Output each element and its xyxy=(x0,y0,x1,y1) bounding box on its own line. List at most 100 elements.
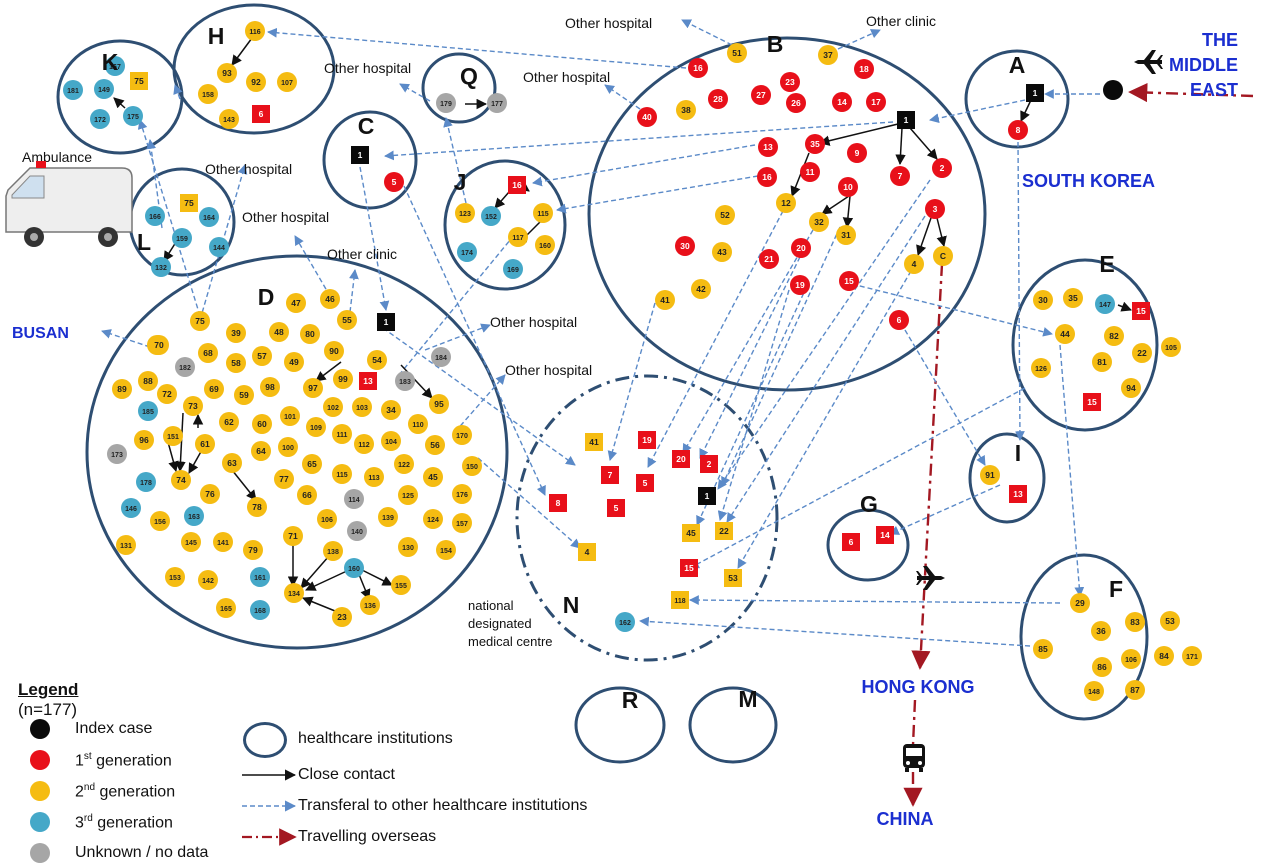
node-d-131: 131 xyxy=(116,535,136,555)
svg-text:19: 19 xyxy=(795,280,805,290)
legend-gen2: 2nd generation xyxy=(75,782,176,801)
node-i-91: 91 xyxy=(980,465,1000,485)
node-e-30: 30 xyxy=(1033,290,1053,310)
node-d-99: 99 xyxy=(333,369,353,389)
node-d-182: 182 xyxy=(175,357,195,377)
contact-arrow-10 xyxy=(113,97,126,109)
node-d-61: 61 xyxy=(195,434,215,454)
node-b-6: 6 xyxy=(889,310,909,330)
institution-i xyxy=(968,432,1046,524)
travel-arrow-hong-kong xyxy=(911,263,944,670)
node-d-66: 66 xyxy=(297,485,317,505)
institution-label-a: A xyxy=(1009,52,1026,78)
node-n-15: 15 xyxy=(680,559,698,577)
node-d-113: 113 xyxy=(364,467,384,487)
svg-text:5: 5 xyxy=(643,478,648,488)
node-i-6: 6 xyxy=(252,105,270,123)
svg-text:26: 26 xyxy=(791,98,801,108)
node-d-71: 71 xyxy=(283,526,303,546)
node-n-22: 22 xyxy=(715,522,733,540)
node-d-79: 79 xyxy=(243,540,263,560)
node-m-177: 177 xyxy=(487,93,507,113)
node-d-104: 104 xyxy=(381,431,401,451)
node-d-102: 102 xyxy=(323,397,343,417)
node-l-166: 166 xyxy=(145,206,165,226)
svg-text:13: 13 xyxy=(763,142,773,152)
svg-text:16: 16 xyxy=(762,172,772,182)
node-f-86: 86 xyxy=(1092,657,1112,677)
svg-text:175: 175 xyxy=(127,114,139,121)
node-d-96: 96 xyxy=(134,430,154,450)
svg-text:56: 56 xyxy=(430,440,440,450)
unknown-swatch xyxy=(30,843,50,863)
institution-e xyxy=(1011,258,1159,432)
svg-text:150: 150 xyxy=(466,464,478,471)
svg-text:8: 8 xyxy=(556,498,561,508)
svg-text:74: 74 xyxy=(176,475,186,485)
transfer-arrow-27 xyxy=(682,229,814,454)
svg-text:97: 97 xyxy=(308,383,318,393)
svg-text:35: 35 xyxy=(810,139,820,149)
svg-text:63: 63 xyxy=(227,458,237,468)
node-e-23: 23 xyxy=(332,607,352,627)
svg-text:44: 44 xyxy=(1060,329,1070,339)
node-d-77: 77 xyxy=(274,469,294,489)
node-d-165: 165 xyxy=(216,598,236,618)
svg-text:47: 47 xyxy=(291,298,301,308)
transfer-arrow-10 xyxy=(556,175,759,214)
busan-label: BUSAN xyxy=(12,325,69,342)
node-k-169: 169 xyxy=(503,259,523,279)
svg-text:34: 34 xyxy=(386,405,396,415)
node-f-36: 36 xyxy=(1091,621,1111,641)
svg-text:1: 1 xyxy=(384,317,389,327)
node-d-60: 60 xyxy=(252,414,272,434)
svg-text:7: 7 xyxy=(898,171,903,181)
svg-text:14: 14 xyxy=(837,97,847,107)
svg-text:134: 134 xyxy=(288,591,300,598)
node-n-53: 53 xyxy=(724,569,742,587)
svg-text:31: 31 xyxy=(841,230,851,240)
node-b-c: C xyxy=(933,246,953,266)
node-e-35: 35 xyxy=(1063,288,1083,308)
node-q-118: 118 xyxy=(671,591,689,609)
svg-text:3: 3 xyxy=(933,204,938,214)
svg-text:73: 73 xyxy=(188,401,198,411)
svg-text:94: 94 xyxy=(1126,383,1136,393)
node-d-153: 153 xyxy=(165,567,185,587)
node-d-122: 122 xyxy=(394,454,414,474)
svg-text:103: 103 xyxy=(356,405,368,412)
node-b-15: 15 xyxy=(839,271,859,291)
contact-arrow-23 xyxy=(231,469,257,501)
node-e-15: 15 xyxy=(1132,302,1150,320)
node-h-158: 158 xyxy=(198,84,218,104)
south-korea-label: SOUTH KOREA xyxy=(1022,171,1155,191)
transfer-arrow-1 xyxy=(929,99,1026,123)
svg-text:1: 1 xyxy=(1033,88,1038,98)
transfer-arrow-38 xyxy=(689,387,1026,569)
node-b-12: 12 xyxy=(776,193,796,213)
contact-arrow-5 xyxy=(821,195,850,215)
contact-arrow-17 xyxy=(315,361,342,382)
svg-text:148: 148 xyxy=(1088,689,1100,696)
nmc-label-line-2: designated xyxy=(468,616,532,631)
institution-label-e: E xyxy=(1099,251,1114,277)
svg-text:52: 52 xyxy=(720,210,730,220)
svg-text:42: 42 xyxy=(696,284,706,294)
svg-text:49: 49 xyxy=(289,357,299,367)
node-d-75: 75 xyxy=(190,311,210,331)
svg-text:171: 171 xyxy=(1186,654,1198,661)
svg-text:75: 75 xyxy=(195,316,205,326)
node-n-5: 5 xyxy=(636,474,654,492)
node-b-16: 16 xyxy=(688,58,708,78)
svg-text:142: 142 xyxy=(202,578,214,585)
transfer-arrow-11 xyxy=(443,117,467,204)
node-b-42: 42 xyxy=(691,279,711,299)
node-d-160: 160 xyxy=(344,558,364,578)
node-b-10: 10 xyxy=(838,177,858,197)
node-d-39: 39 xyxy=(226,323,246,343)
node-n-45: 45 xyxy=(682,524,700,542)
transfer-arrow-34 xyxy=(737,270,912,569)
svg-text:86: 86 xyxy=(1097,662,1107,672)
institution-label-q: Q xyxy=(460,63,478,89)
transfer-arrow-9 xyxy=(532,144,756,187)
